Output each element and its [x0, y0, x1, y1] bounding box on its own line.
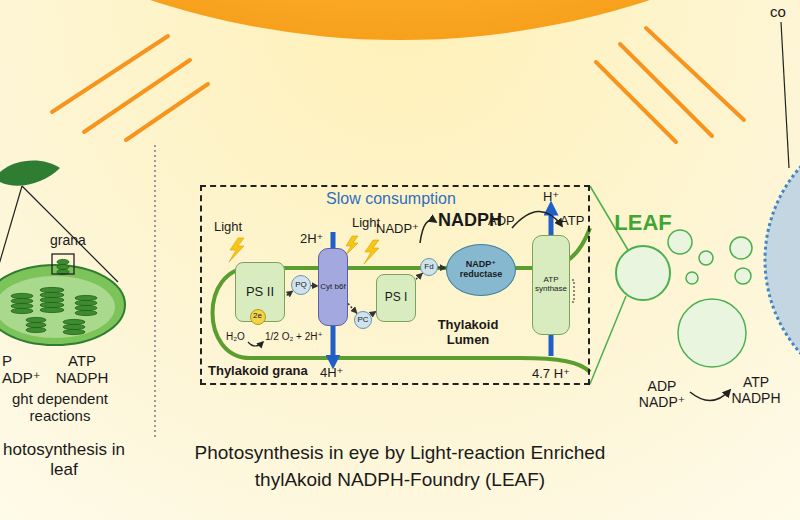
thylakoid-disc — [26, 317, 46, 322]
thylakoid-disc — [40, 307, 64, 312]
leaf — [0, 161, 60, 186]
sun-rays — [52, 28, 744, 142]
thylakoid-disc — [40, 287, 64, 292]
electron-path — [311, 285, 318, 287]
molecule-label: P ADP⁺ — [2, 352, 44, 387]
part-label: co — [770, 3, 786, 20]
node-label: Slow consumption — [326, 190, 456, 208]
node-label: Cyt b6f — [320, 283, 345, 292]
molecule-label: ATP NADPH — [51, 352, 113, 387]
caption: Photosynthesis in eye by Light-reaction … — [170, 440, 630, 493]
node-label: PS I — [385, 291, 408, 304]
light-label: Light — [214, 220, 242, 235]
lightning-bolt — [229, 238, 244, 262]
proton-label: 4H⁺ — [320, 366, 343, 381]
molecule-label: 1/2 O₂ + 2H⁺ — [265, 331, 323, 343]
molecule-label: ATP NADPH — [727, 374, 785, 406]
reaction-arrow — [248, 342, 263, 346]
thylakoid-disc — [57, 259, 69, 264]
lightning-bolt — [364, 240, 379, 264]
molecule-label: ADP NADP⁺ — [633, 378, 691, 410]
region-label: Thylakoid Lumen — [426, 318, 510, 348]
zoom-line — [0, 186, 22, 268]
carrier-circle: Fd — [420, 258, 438, 276]
thylakoid-disc — [11, 298, 33, 303]
zoom-line — [590, 296, 626, 384]
thylakoid-disc — [57, 264, 69, 269]
thylakoid-disc — [40, 297, 64, 302]
light-label: Light — [352, 216, 380, 231]
thylakoid-disc — [11, 293, 33, 298]
enzyme-box: ATP synthase — [532, 235, 570, 335]
cornea — [765, 120, 800, 400]
thylakoid-disc — [75, 295, 97, 300]
thylakoid-disc — [40, 302, 64, 307]
thylakoid-disc — [75, 300, 97, 305]
node-label: PS II — [246, 285, 274, 299]
photosystem-box: PS I — [376, 274, 416, 322]
reaction-arrow — [690, 390, 730, 401]
node-label: PQ — [295, 281, 307, 290]
chloroplast — [0, 265, 125, 345]
molecule-label: ADP — [488, 214, 515, 229]
electron-circle: 2e — [250, 309, 266, 325]
thylakoid-disc — [11, 303, 33, 308]
electron-path — [348, 304, 357, 314]
thylakoid-disc — [11, 308, 33, 313]
complex-box: Cyt b6f — [318, 248, 348, 326]
node-label: 2e — [253, 312, 262, 321]
thylakoid-disc — [26, 327, 46, 332]
part-label: grana — [50, 232, 86, 248]
reaction-arrow — [512, 211, 562, 228]
leaf-particle: LEAF — [615, 245, 671, 301]
proton-label: 4.7 H⁺ — [526, 367, 576, 382]
zoom-box: Slow consumption PS II 2e PQ Cyt b6fPC PS I Fd… — [200, 185, 590, 385]
node-label: Fd — [424, 263, 433, 272]
divider — [154, 145, 156, 440]
grana-box — [52, 254, 74, 274]
region-label: Thylakoid grana — [208, 364, 308, 379]
electron-path — [416, 273, 422, 279]
node-label: NADP⁺ reductase — [453, 260, 509, 280]
molecule-label: ATP — [560, 214, 584, 229]
grana-stacks — [11, 233, 747, 345]
thylakoid-disc — [63, 329, 85, 334]
thylakoid-disc — [75, 305, 97, 310]
proton-label: H⁺ — [536, 190, 566, 205]
thylakoid-membrane — [213, 228, 591, 372]
molecule-label: H₂O — [226, 331, 245, 343]
leaf-particles — [668, 230, 752, 367]
thylakoid-disc — [40, 292, 64, 297]
reaction-arrow — [420, 220, 436, 243]
thylakoid-disc — [63, 324, 85, 329]
molecule-label: NADP⁺ — [376, 222, 419, 237]
process-label: ght dependent reactions — [3, 390, 117, 425]
thylakoid-disc — [63, 319, 85, 324]
carrier-circle: PC — [354, 311, 372, 329]
photosystem-box: PS II 2e — [235, 262, 285, 322]
enzyme-ellipse: NADP⁺ reductase — [446, 244, 516, 296]
sun — [0, 0, 800, 40]
proton-label: 2H⁺ — [300, 232, 323, 247]
leader-line — [781, 22, 789, 168]
thylakoid-disc — [26, 322, 46, 327]
electron-path — [438, 267, 446, 269]
carrier-circle: PQ — [291, 275, 311, 295]
chloroplast-stroma — [0, 276, 115, 338]
node-label: PC — [357, 316, 368, 325]
node-heading: LEAF — [614, 211, 671, 235]
section-label: hotosynthesis in leaf — [2, 440, 126, 479]
thylakoid-disc — [75, 310, 97, 315]
node-label: ATP synthase — [534, 276, 568, 294]
